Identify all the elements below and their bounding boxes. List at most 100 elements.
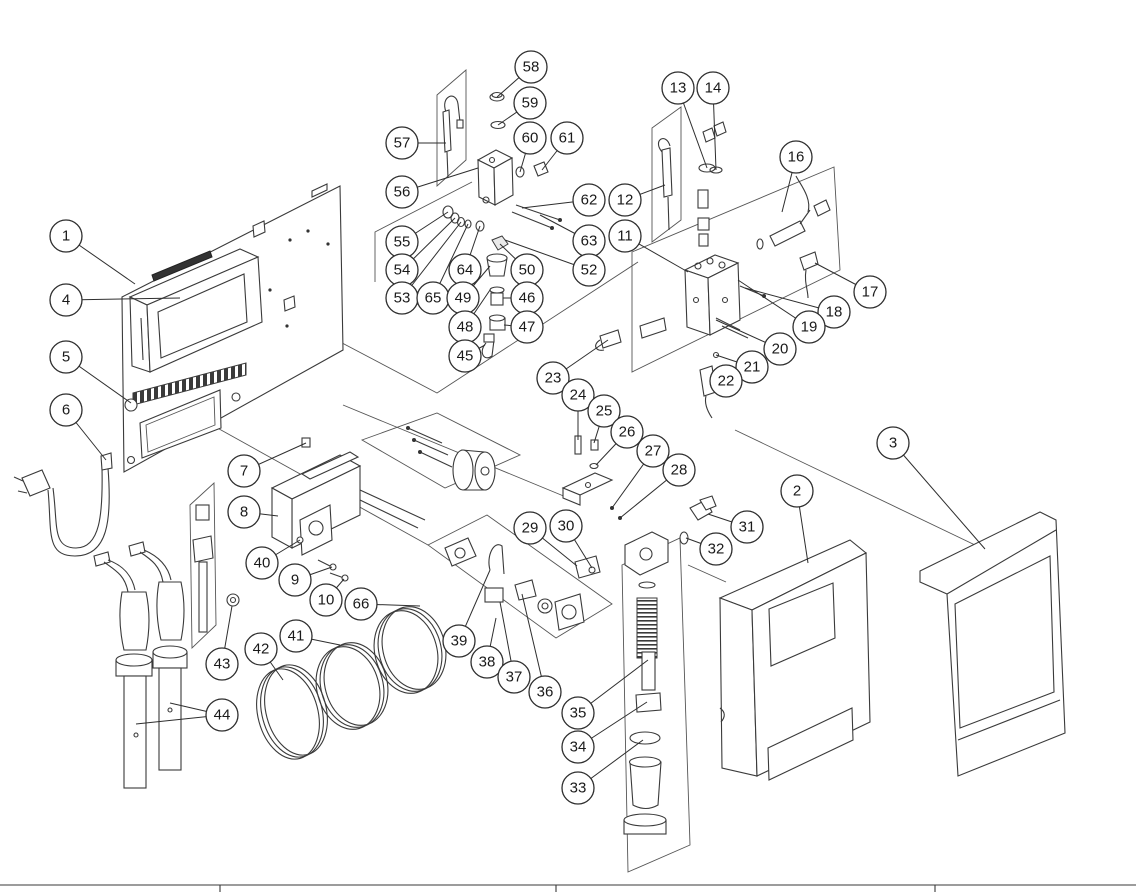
callout-40: 40 — [245, 539, 301, 580]
side-fittings-23 — [595, 317, 667, 351]
callout-29: 29 — [513, 511, 578, 567]
suction-tube-left — [93, 551, 153, 789]
callout-63: 63 — [539, 214, 606, 258]
callout-25: 25 — [587, 394, 621, 444]
callout-22: 22 — [709, 364, 743, 398]
callout-14: 14 — [696, 71, 730, 171]
callouts: 58 59 57 60 61 56 62 55 63 54 64 50 52 5… — [49, 50, 986, 805]
callout-48: 48 — [448, 289, 491, 344]
callout-label: 58 — [523, 59, 540, 76]
callout-label: 3 — [889, 435, 897, 452]
callout-label: 45 — [457, 348, 474, 365]
callout-55: 55 — [385, 211, 449, 259]
callout-label: 26 — [619, 424, 636, 441]
callout-label: 20 — [772, 341, 789, 358]
callout-3: 3 — [876, 426, 986, 550]
callout-10: 10 — [309, 578, 345, 617]
callout-50: 50 — [499, 243, 544, 287]
callout-52: 52 — [504, 239, 606, 287]
callout-8: 8 — [227, 495, 279, 529]
callout-41: 41 — [279, 619, 341, 653]
callout-label: 41 — [288, 628, 305, 645]
callout-label: 48 — [457, 319, 474, 336]
callout-43: 43 — [205, 605, 239, 681]
callout-label: 49 — [455, 290, 472, 307]
callout-2: 2 — [780, 474, 814, 564]
callout-label: 11 — [617, 228, 633, 245]
callout-42: 42 — [244, 632, 284, 681]
hose-coil-42 — [256, 664, 328, 760]
callout-34: 34 — [561, 701, 648, 764]
callout-label: 27 — [645, 443, 662, 460]
callout-60: 60 — [513, 121, 547, 173]
callout-label: 36 — [537, 684, 554, 701]
callout-label: 59 — [522, 95, 539, 112]
callout-label: 65 — [425, 290, 442, 307]
callout-5: 5 — [49, 340, 132, 404]
pump-parts — [444, 537, 585, 631]
callout-label: 7 — [240, 463, 248, 480]
callout-4: 4 — [49, 283, 181, 317]
callout-label: 42 — [253, 641, 270, 658]
callout-19: 19 — [737, 279, 826, 344]
callout-label: 17 — [862, 284, 879, 301]
callout-54: 54 — [385, 217, 456, 287]
hose-coil-41 — [315, 642, 389, 730]
callout-label: 19 — [801, 319, 818, 336]
callout-27: 27 — [611, 434, 670, 509]
callout-label: 62 — [581, 192, 598, 209]
tee-fitting — [574, 495, 717, 579]
callout-label: 38 — [479, 654, 496, 671]
callout-64: 64 — [448, 225, 482, 287]
callout-label: 35 — [570, 705, 587, 722]
callout-32: 32 — [685, 532, 733, 566]
probe-sensor-12 — [657, 121, 727, 247]
callout-53: 53 — [385, 221, 462, 315]
callout-label: 60 — [522, 130, 539, 147]
callout-12: 12 — [608, 183, 666, 217]
callout-label: 43 — [214, 656, 231, 673]
level-sensor — [192, 504, 240, 633]
panel-lower-plate — [139, 389, 222, 459]
callout-65: 65 — [416, 223, 469, 315]
callout-label: 63 — [581, 233, 598, 250]
probe-sensor-57 — [442, 95, 464, 179]
callout-66: 66 — [344, 587, 421, 621]
callout-label: 53 — [394, 290, 411, 307]
callout-label: 50 — [519, 262, 536, 279]
callout-17: 17 — [814, 262, 887, 309]
callout-label: 10 — [318, 592, 335, 609]
callout-31: 31 — [707, 510, 764, 544]
callout-46: 46 — [503, 281, 544, 315]
callout-13: 13 — [661, 71, 708, 169]
callout-61: 61 — [541, 121, 584, 171]
callout-21: 21 — [715, 350, 769, 384]
callout-label: 56 — [394, 184, 411, 201]
callout-label: 34 — [570, 739, 587, 756]
callout-label: 46 — [519, 290, 536, 307]
callout-label: 31 — [739, 519, 756, 536]
callout-24: 24 — [561, 378, 595, 440]
callout-label: 24 — [570, 387, 587, 404]
callout-label: 1 — [62, 228, 70, 245]
pump-head-stack — [481, 235, 509, 359]
sensor-assembly-16 — [756, 175, 831, 250]
callout-30: 30 — [549, 509, 593, 569]
front-cover-large — [919, 511, 1066, 777]
callout-37: 37 — [497, 601, 531, 694]
callout-label: 37 — [506, 669, 523, 686]
callout-11: 11 — [608, 219, 689, 273]
mounting-bracket — [270, 437, 426, 582]
callout-label: 28 — [671, 462, 688, 479]
callout-16: 16 — [779, 140, 813, 213]
callout-38: 38 — [470, 617, 504, 679]
callout-label: 29 — [522, 520, 539, 537]
callout-33: 33 — [561, 739, 644, 805]
callout-label: 5 — [62, 349, 70, 366]
callout-20: 20 — [715, 319, 797, 366]
callout-label: 54 — [394, 262, 411, 279]
callout-49: 49 — [446, 265, 491, 315]
electronics-enclosure — [128, 248, 263, 373]
callout-57: 57 — [385, 126, 446, 160]
